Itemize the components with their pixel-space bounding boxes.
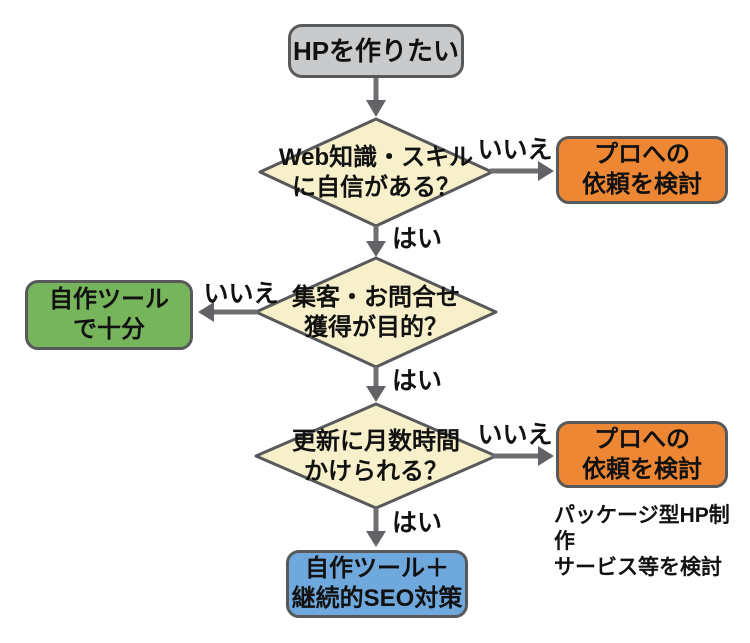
arrow-decision2-no-left bbox=[198, 302, 258, 322]
edge-label-yes-3: はい bbox=[392, 509, 443, 537]
outcome-diy-tool-seo: 自作ツール＋ 継続的SEO対策 bbox=[286, 550, 468, 618]
edge-label-no-3: いいえ bbox=[477, 421, 553, 449]
edge-label-no-2: いいえ bbox=[203, 280, 279, 308]
start-node: HPを作りたい bbox=[288, 24, 464, 78]
outcome-hire-pro-2: プロへの 依頼を検討 bbox=[556, 421, 728, 488]
outcome-hire-pro-1: プロへの 依頼を検討 bbox=[556, 136, 728, 204]
outcome-hire-pro-2-label: プロへの 依頼を検討 bbox=[582, 425, 702, 483]
start-node-label: HPを作りたい bbox=[292, 36, 460, 66]
package-service-note: パッケージ型HP制作 サービス等を検討 bbox=[554, 504, 730, 579]
outcome-diy-tool-enough-label: 自作ツール で十分 bbox=[49, 286, 169, 343]
edge-label-yes-1: はい bbox=[392, 225, 443, 253]
arrow-decision2-yes-down bbox=[366, 367, 386, 402]
decision-3-label: 更新に月数時間 かけられる？ bbox=[292, 428, 460, 485]
outcome-diy-tool-seo-label: 自作ツール＋ 継続的SEO対策 bbox=[291, 555, 463, 612]
arrow-decision3-no-right bbox=[492, 446, 554, 466]
arrow-decision1-yes-down bbox=[366, 226, 386, 257]
outcome-hire-pro-1-label: プロへの 依頼を検討 bbox=[582, 141, 702, 198]
decision-1-label: Web知識・スキル に自信がある？ bbox=[278, 144, 474, 201]
arrow-start-to-decision1 bbox=[366, 78, 386, 117]
arrow-decision1-no-right bbox=[490, 161, 554, 181]
edge-label-yes-2: はい bbox=[392, 367, 443, 395]
outcome-diy-tool-enough: 自作ツール で十分 bbox=[25, 280, 193, 350]
decision-2-label: 集客・お問合せ 獲得が目的？ bbox=[292, 284, 460, 341]
arrow-decision3-yes-down bbox=[366, 508, 386, 547]
edge-label-no-1: いいえ bbox=[477, 136, 553, 164]
